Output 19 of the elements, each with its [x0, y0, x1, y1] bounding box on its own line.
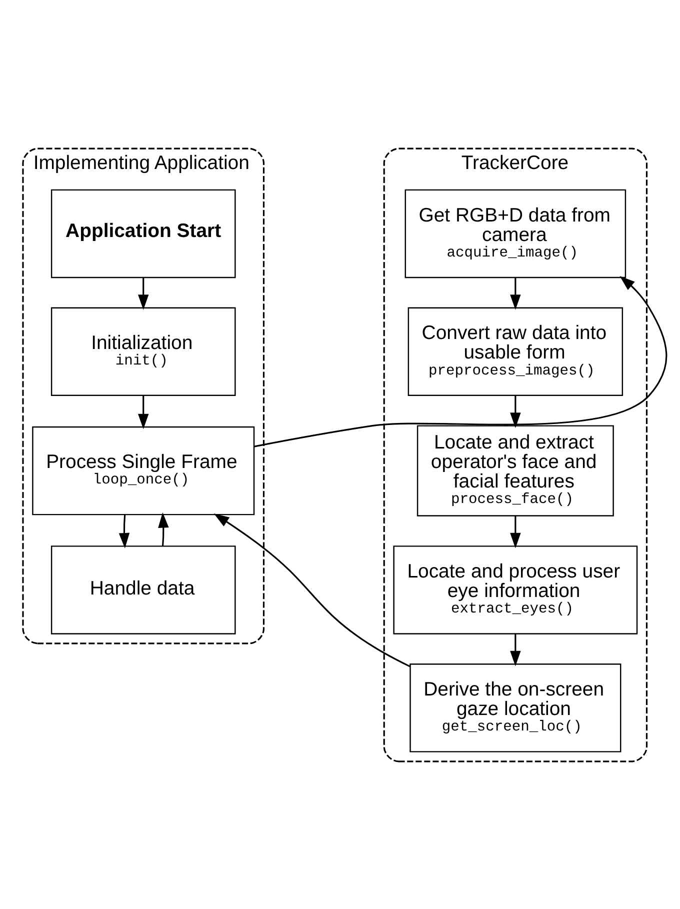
arrow [510, 515, 521, 548]
node-box: Derive the on-screen gaze location get_screen_loc() [410, 663, 622, 752]
arrow [510, 277, 521, 310]
arrow [510, 633, 521, 666]
node-box: Locate and process user eye information extract_eyes() [393, 545, 638, 634]
arrow [158, 512, 169, 546]
arrow [118, 514, 130, 548]
node-box: Get RGB+D data from camera acquire_image() [404, 188, 626, 278]
node-box: Process Single Frame loop_once() [32, 426, 255, 515]
node-box: Locate and extract operator's face and facial features process_face() [416, 424, 614, 516]
arrow [510, 395, 521, 428]
node-box: Handle data [50, 545, 236, 634]
arrow [214, 512, 410, 667]
arrow [254, 276, 668, 447]
arrow [138, 395, 149, 429]
arrow [138, 277, 149, 310]
node-box: Initialization init() [50, 306, 236, 396]
node-box: Convert raw data into usable form preprocess_images() [408, 306, 624, 396]
node-box: Application Start [50, 188, 236, 278]
